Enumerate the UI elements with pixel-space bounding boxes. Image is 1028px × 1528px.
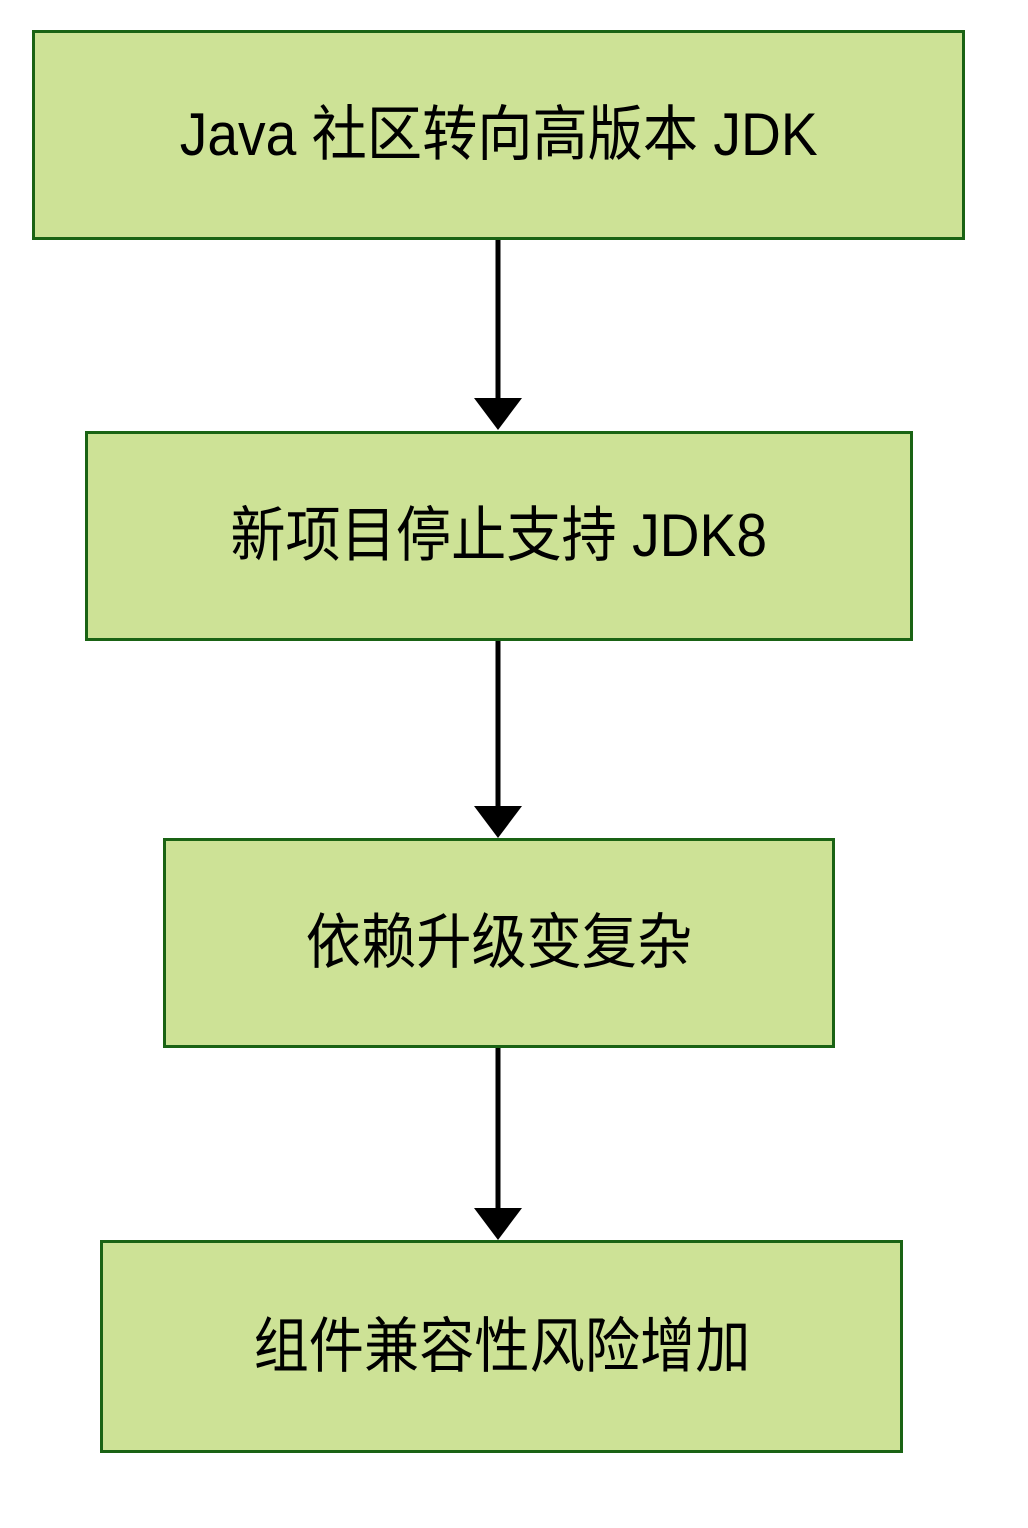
- flowchart-node-component-compat-risk[interactable]: 组件兼容性风险增加: [100, 1240, 903, 1453]
- edge-node3-node4: [474, 1048, 522, 1240]
- edge-node2-node3: [474, 641, 522, 838]
- flowchart-node-dependency-upgrade-complex[interactable]: 依赖升级变复杂: [163, 838, 835, 1048]
- flowchart-node-new-projects-drop-jdk8[interactable]: 新项目停止支持 JDK8: [85, 431, 913, 641]
- edge-node1-node2: [474, 240, 522, 430]
- flowchart-node-label: 依赖升级变复杂: [305, 909, 693, 976]
- flowchart-node-label: Java 社区转向高版本 JDK: [179, 101, 818, 168]
- flowchart-node-label: 新项目停止支持 JDK8: [230, 502, 768, 569]
- flowchart-node-java-community[interactable]: Java 社区转向高版本 JDK: [32, 30, 965, 240]
- flowchart-node-label: 组件兼容性风险增加: [253, 1312, 750, 1380]
